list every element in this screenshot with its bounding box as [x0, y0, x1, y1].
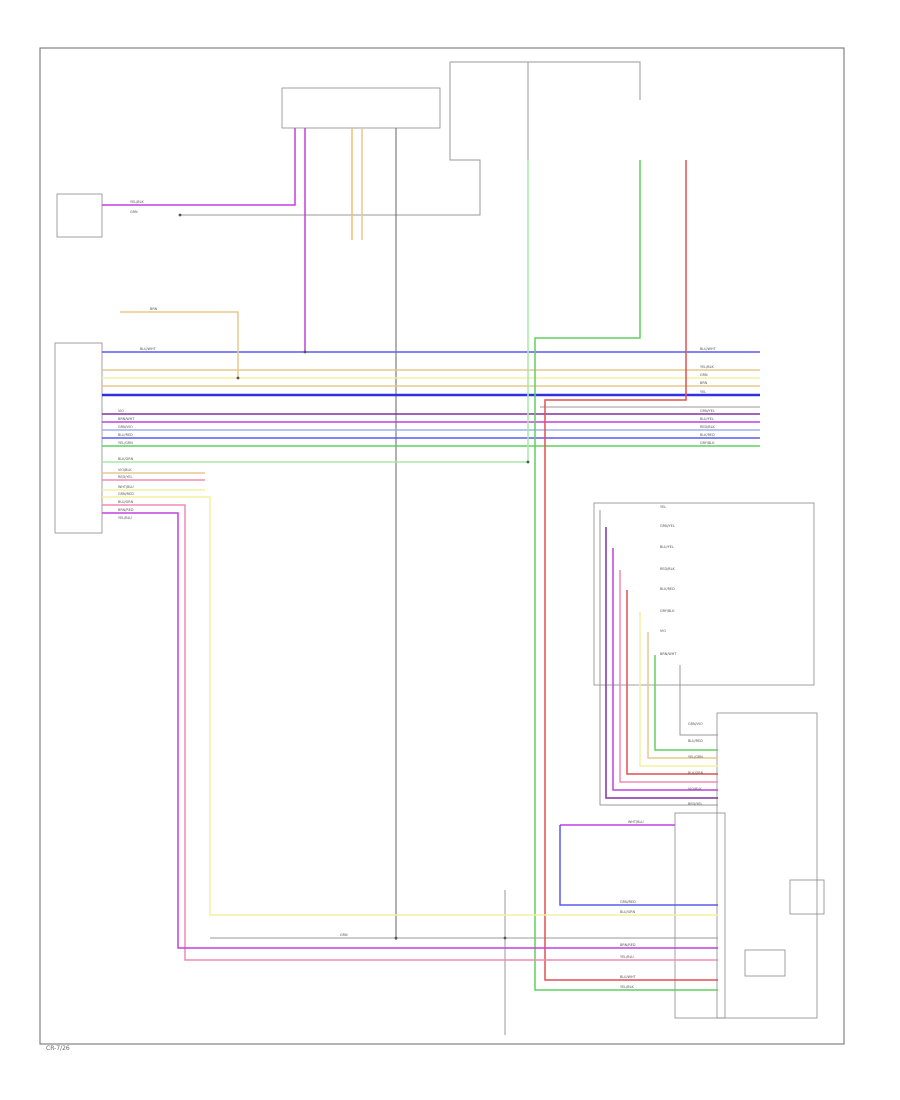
wire-label: BLK/GRN — [118, 457, 134, 461]
wire-yellow-bottom — [102, 496, 718, 916]
diagram-frame — [39, 47, 845, 1045]
wire-label: YEL/GRN — [688, 755, 703, 759]
wire-label: BLU/RED — [118, 433, 133, 437]
wire-purple-right — [605, 527, 718, 799]
wire-label: RED/BLK — [700, 425, 715, 429]
wire-label: BLK/GRN — [688, 771, 704, 775]
wire-green-long — [534, 160, 718, 991]
wire-label: GRN/RED — [620, 900, 636, 904]
wire-label: VIO — [660, 629, 666, 633]
junction-dot — [526, 460, 530, 464]
wire-label: GRN/VIO — [688, 722, 703, 726]
wire-label: BRN/RED — [620, 943, 636, 947]
transmission-control-module — [54, 342, 103, 534]
wire-label: RED/YEL — [688, 802, 702, 806]
wire-label: GRY/BLK — [700, 441, 715, 445]
wire-label: VIO/BLK — [118, 468, 132, 472]
wire-violet-right — [612, 548, 718, 791]
wire-pink-bottom — [102, 504, 718, 961]
wire-blue-lower — [559, 825, 718, 906]
wire-label: YEL — [700, 390, 706, 394]
wire-label: VIO — [118, 409, 124, 413]
wire-label: BRN/RED — [118, 508, 134, 512]
wire-label: GRN — [340, 933, 348, 937]
wire-label: WHT/BLU — [118, 485, 134, 489]
wire-label: GRN/YEL — [660, 524, 675, 528]
wire-label: GRY/BLK — [660, 609, 675, 613]
junction-dot — [178, 213, 182, 217]
junction-dot — [236, 376, 240, 380]
transmission-range-sensor — [716, 712, 818, 1019]
wire-yellow-right — [639, 612, 718, 767]
wire-label: VIO/BLK — [688, 787, 702, 791]
junction-dot — [303, 350, 307, 354]
wire-label: YEL/BLK — [700, 365, 714, 369]
diagram-code: CR-7/26 — [46, 1045, 70, 1052]
wire-label: YEL/BLK — [620, 985, 634, 989]
wire-label: BLU/WHT — [140, 347, 157, 351]
wire-label: RED/YEL — [118, 475, 132, 479]
wire-label: YEL/BLU — [620, 955, 634, 959]
wire-red-right — [626, 590, 718, 775]
wire-label: GRN — [130, 210, 138, 214]
wire-label: GRN/RED — [118, 492, 134, 496]
wire-label: GRN — [700, 373, 708, 377]
wire-label: WHT/BLU — [628, 820, 644, 824]
wire-label: YEL — [660, 505, 666, 509]
wire-label: BLU/WHT — [700, 347, 717, 351]
wire-label: BLU/GRN — [620, 910, 636, 914]
junction-dot — [394, 936, 398, 940]
wire-label: GRN/VIO — [118, 425, 133, 429]
wire-label: YEL/BLK — [130, 200, 144, 204]
wire-violet-bottom — [102, 512, 718, 949]
wire-label: YEL/BLU — [118, 516, 132, 520]
wire-label: BLU/YEL — [700, 417, 714, 421]
wire-label: RED/BLK — [660, 567, 675, 571]
wire-violet-module — [102, 128, 296, 206]
wire-label: BRN/WHT — [118, 417, 135, 421]
wire-gray-connector-rail — [599, 510, 718, 806]
top-control-module — [281, 87, 441, 129]
wire-label: BRN — [700, 381, 708, 385]
brake-switch-component — [56, 193, 103, 238]
wire-label: BLK/RED — [660, 587, 675, 591]
shift-lock-solenoid — [744, 949, 786, 977]
wire-pink-right — [619, 570, 718, 783]
junction-dot — [503, 936, 507, 940]
wire-label: BRN/WHT — [660, 652, 677, 656]
wire-label: GRN/YEL — [700, 409, 715, 413]
wire-gray-right-drop — [679, 665, 718, 736]
wire-label: BLU/GRN — [118, 500, 134, 504]
wire-label: BLU/RED — [688, 739, 703, 743]
wire-gray-left-loop — [180, 62, 481, 216]
wire-label: YEL/GRN — [118, 441, 133, 445]
selector-indicator — [789, 879, 825, 915]
wire-red-long — [544, 160, 718, 981]
wire-label: BLK/RED — [700, 433, 715, 437]
wire-label: BLU/WHT — [620, 975, 637, 979]
wire-gray-top-bus — [450, 61, 641, 100]
wire-label: BRN — [150, 307, 158, 311]
wire-green-right — [654, 655, 718, 751]
right-connector-block — [593, 502, 815, 686]
wire-tan-switch — [120, 311, 239, 378]
wire-label: BLU/YEL — [660, 545, 674, 549]
wire-tan-right — [647, 632, 718, 759]
